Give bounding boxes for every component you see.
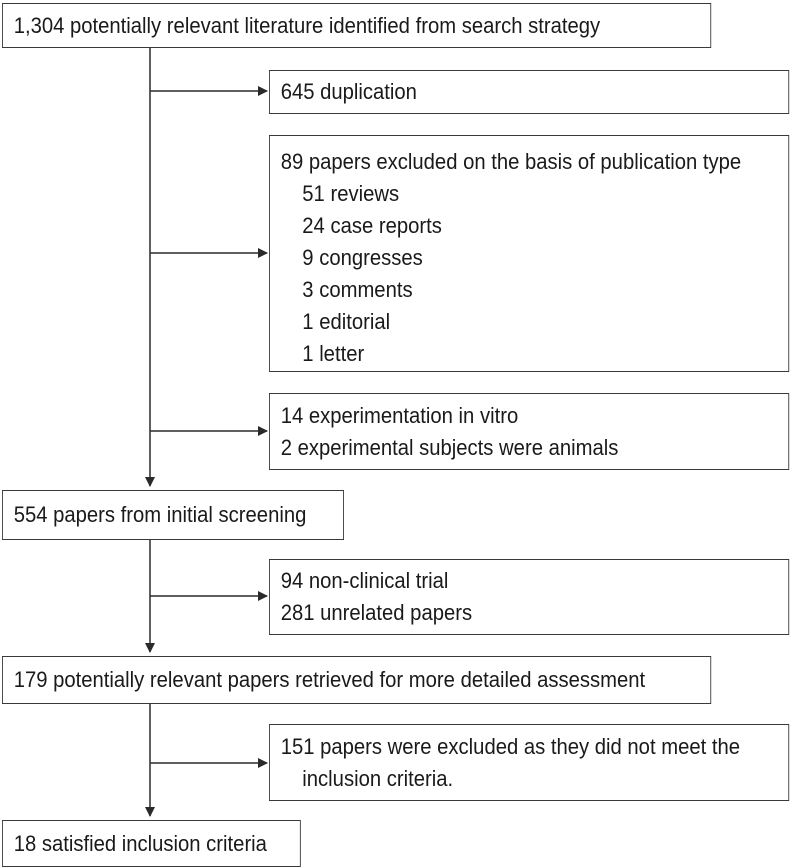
pubtype-item: 24 case reports	[302, 213, 442, 238]
nonclinical-line: 94 non-clinical trial	[280, 568, 449, 593]
box-final: 18 satisfied inclusion criteria	[2, 820, 301, 867]
pubtype-item: 1 letter	[302, 341, 365, 366]
box-identified: 1,304 potentially relevant literature id…	[2, 3, 712, 48]
excluded-criteria-line: inclusion criteria.	[302, 766, 454, 791]
identified-text: 1,304 potentially relevant literature id…	[13, 13, 601, 38]
final-text: 18 satisfied inclusion criteria	[13, 831, 267, 856]
pubtype-heading: 89 papers excluded on the basis of publi…	[280, 149, 742, 174]
box-publication-type: 89 papers excluded on the basis of publi…	[269, 135, 790, 372]
invitro-line: 14 experimentation in vitro	[280, 403, 519, 428]
pubtype-item: 3 comments	[302, 277, 413, 302]
pubtype-item: 51 reviews	[302, 181, 400, 206]
pubtype-item: 1 editorial	[302, 309, 391, 334]
duplication-text: 645 duplication	[280, 79, 417, 104]
box-retrieved: 179 potentially relevant papers retrieve…	[2, 656, 712, 704]
nonclinical-line: 281 unrelated papers	[280, 600, 473, 625]
box-excluded-criteria: 151 papers were excluded as they did not…	[269, 724, 790, 801]
excluded-criteria-line: 151 papers were excluded as they did not…	[280, 734, 740, 759]
screening-text: 554 papers from initial screening	[13, 502, 307, 527]
box-non-clinical: 94 non-clinical trial 281 unrelated pape…	[269, 559, 790, 635]
box-duplication: 645 duplication	[269, 70, 790, 114]
invitro-line: 2 experimental subjects were animals	[280, 435, 619, 460]
box-initial-screening: 554 papers from initial screening	[2, 490, 344, 540]
pubtype-item: 9 congresses	[302, 245, 423, 270]
box-in-vitro: 14 experimentation in vitro 2 experiment…	[269, 393, 790, 470]
retrieved-text: 179 potentially relevant papers retrieve…	[13, 667, 646, 692]
